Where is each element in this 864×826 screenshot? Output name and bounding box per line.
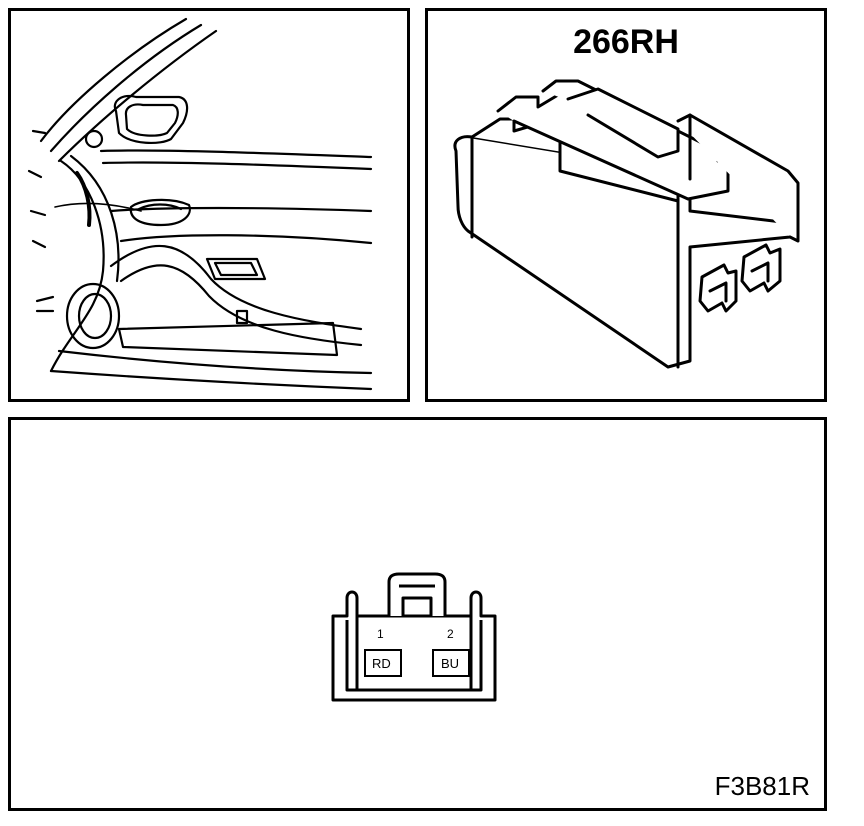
pin-1-cavity xyxy=(364,649,402,677)
connector-3d-panel: 266RH xyxy=(425,8,827,402)
pin-1-wire-color: RD xyxy=(372,656,391,671)
pin-1-number: 1 xyxy=(377,627,384,641)
connector-face-panel: 1 RD 2 BU F3B81R xyxy=(8,417,827,811)
pin-2-cavity xyxy=(432,649,470,677)
connector-face-view: 1 RD 2 BU xyxy=(331,572,497,702)
pin-2-wire-color: BU xyxy=(441,656,459,671)
figure-id: F3B81R xyxy=(714,771,810,801)
pin-2-number: 2 xyxy=(447,627,454,641)
door-location-panel xyxy=(8,8,410,402)
connector-title: 266RH xyxy=(573,23,679,61)
door-interior-illustration xyxy=(27,17,373,391)
connector-3d-illustration xyxy=(453,79,800,369)
